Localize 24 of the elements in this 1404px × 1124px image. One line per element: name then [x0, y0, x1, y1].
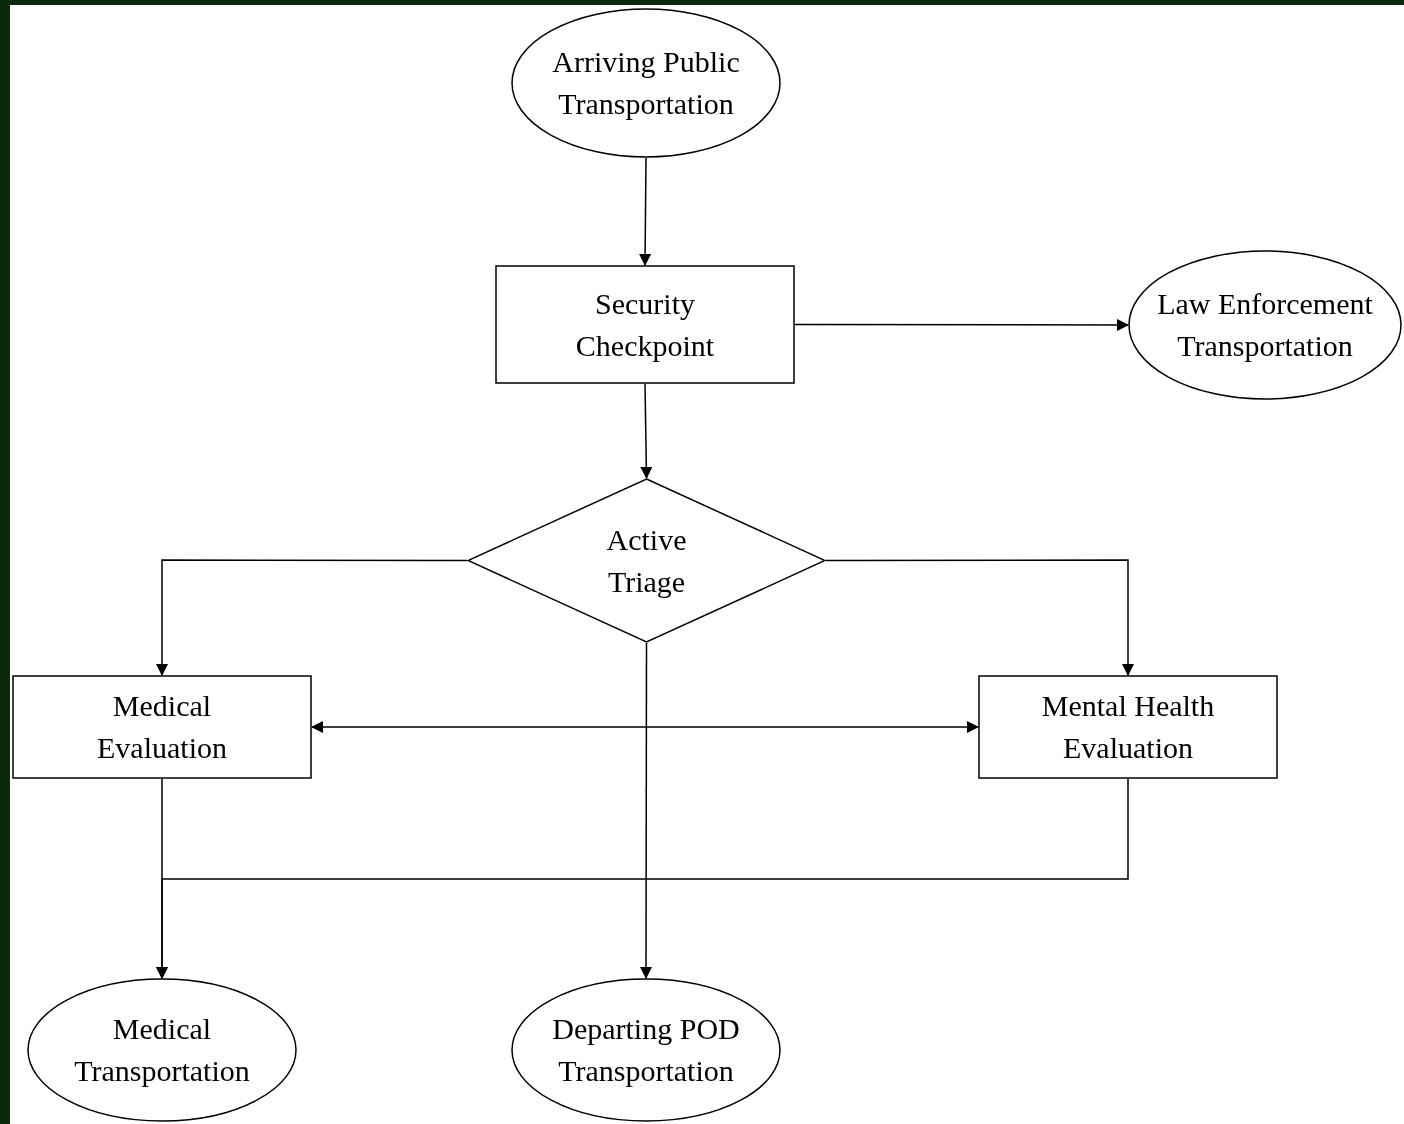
- node-label: Law Enforcement Transportation: [1156, 286, 1374, 364]
- arrow: [639, 157, 652, 266]
- arrow: [156, 778, 1129, 979]
- arrow: [156, 559, 468, 676]
- node-label: Arriving Public Transportation: [551, 44, 741, 122]
- node-label: Departing POD Transportation: [551, 1011, 741, 1089]
- terminal-ellipse: [511, 8, 781, 158]
- node-label: Medical Evaluation: [96, 688, 228, 766]
- decision-diamond: [467, 478, 826, 643]
- arrow: [311, 721, 979, 733]
- process-box: [495, 265, 795, 384]
- process-box: [12, 675, 312, 779]
- arrow: [640, 642, 652, 979]
- arrow: [825, 559, 1134, 676]
- node-label: Active Triage: [605, 521, 688, 600]
- arrow: [794, 319, 1129, 331]
- terminal-ellipse: [27, 978, 297, 1122]
- node-label: Medical Transportation: [73, 1011, 251, 1089]
- node-label: Mental Health Evaluation: [1040, 688, 1216, 766]
- node-label: Security Checkpoint: [574, 285, 716, 364]
- process-box: [978, 675, 1278, 779]
- terminal-ellipse: [511, 978, 781, 1122]
- arrow: [640, 383, 653, 479]
- terminal-ellipse: [1128, 250, 1402, 400]
